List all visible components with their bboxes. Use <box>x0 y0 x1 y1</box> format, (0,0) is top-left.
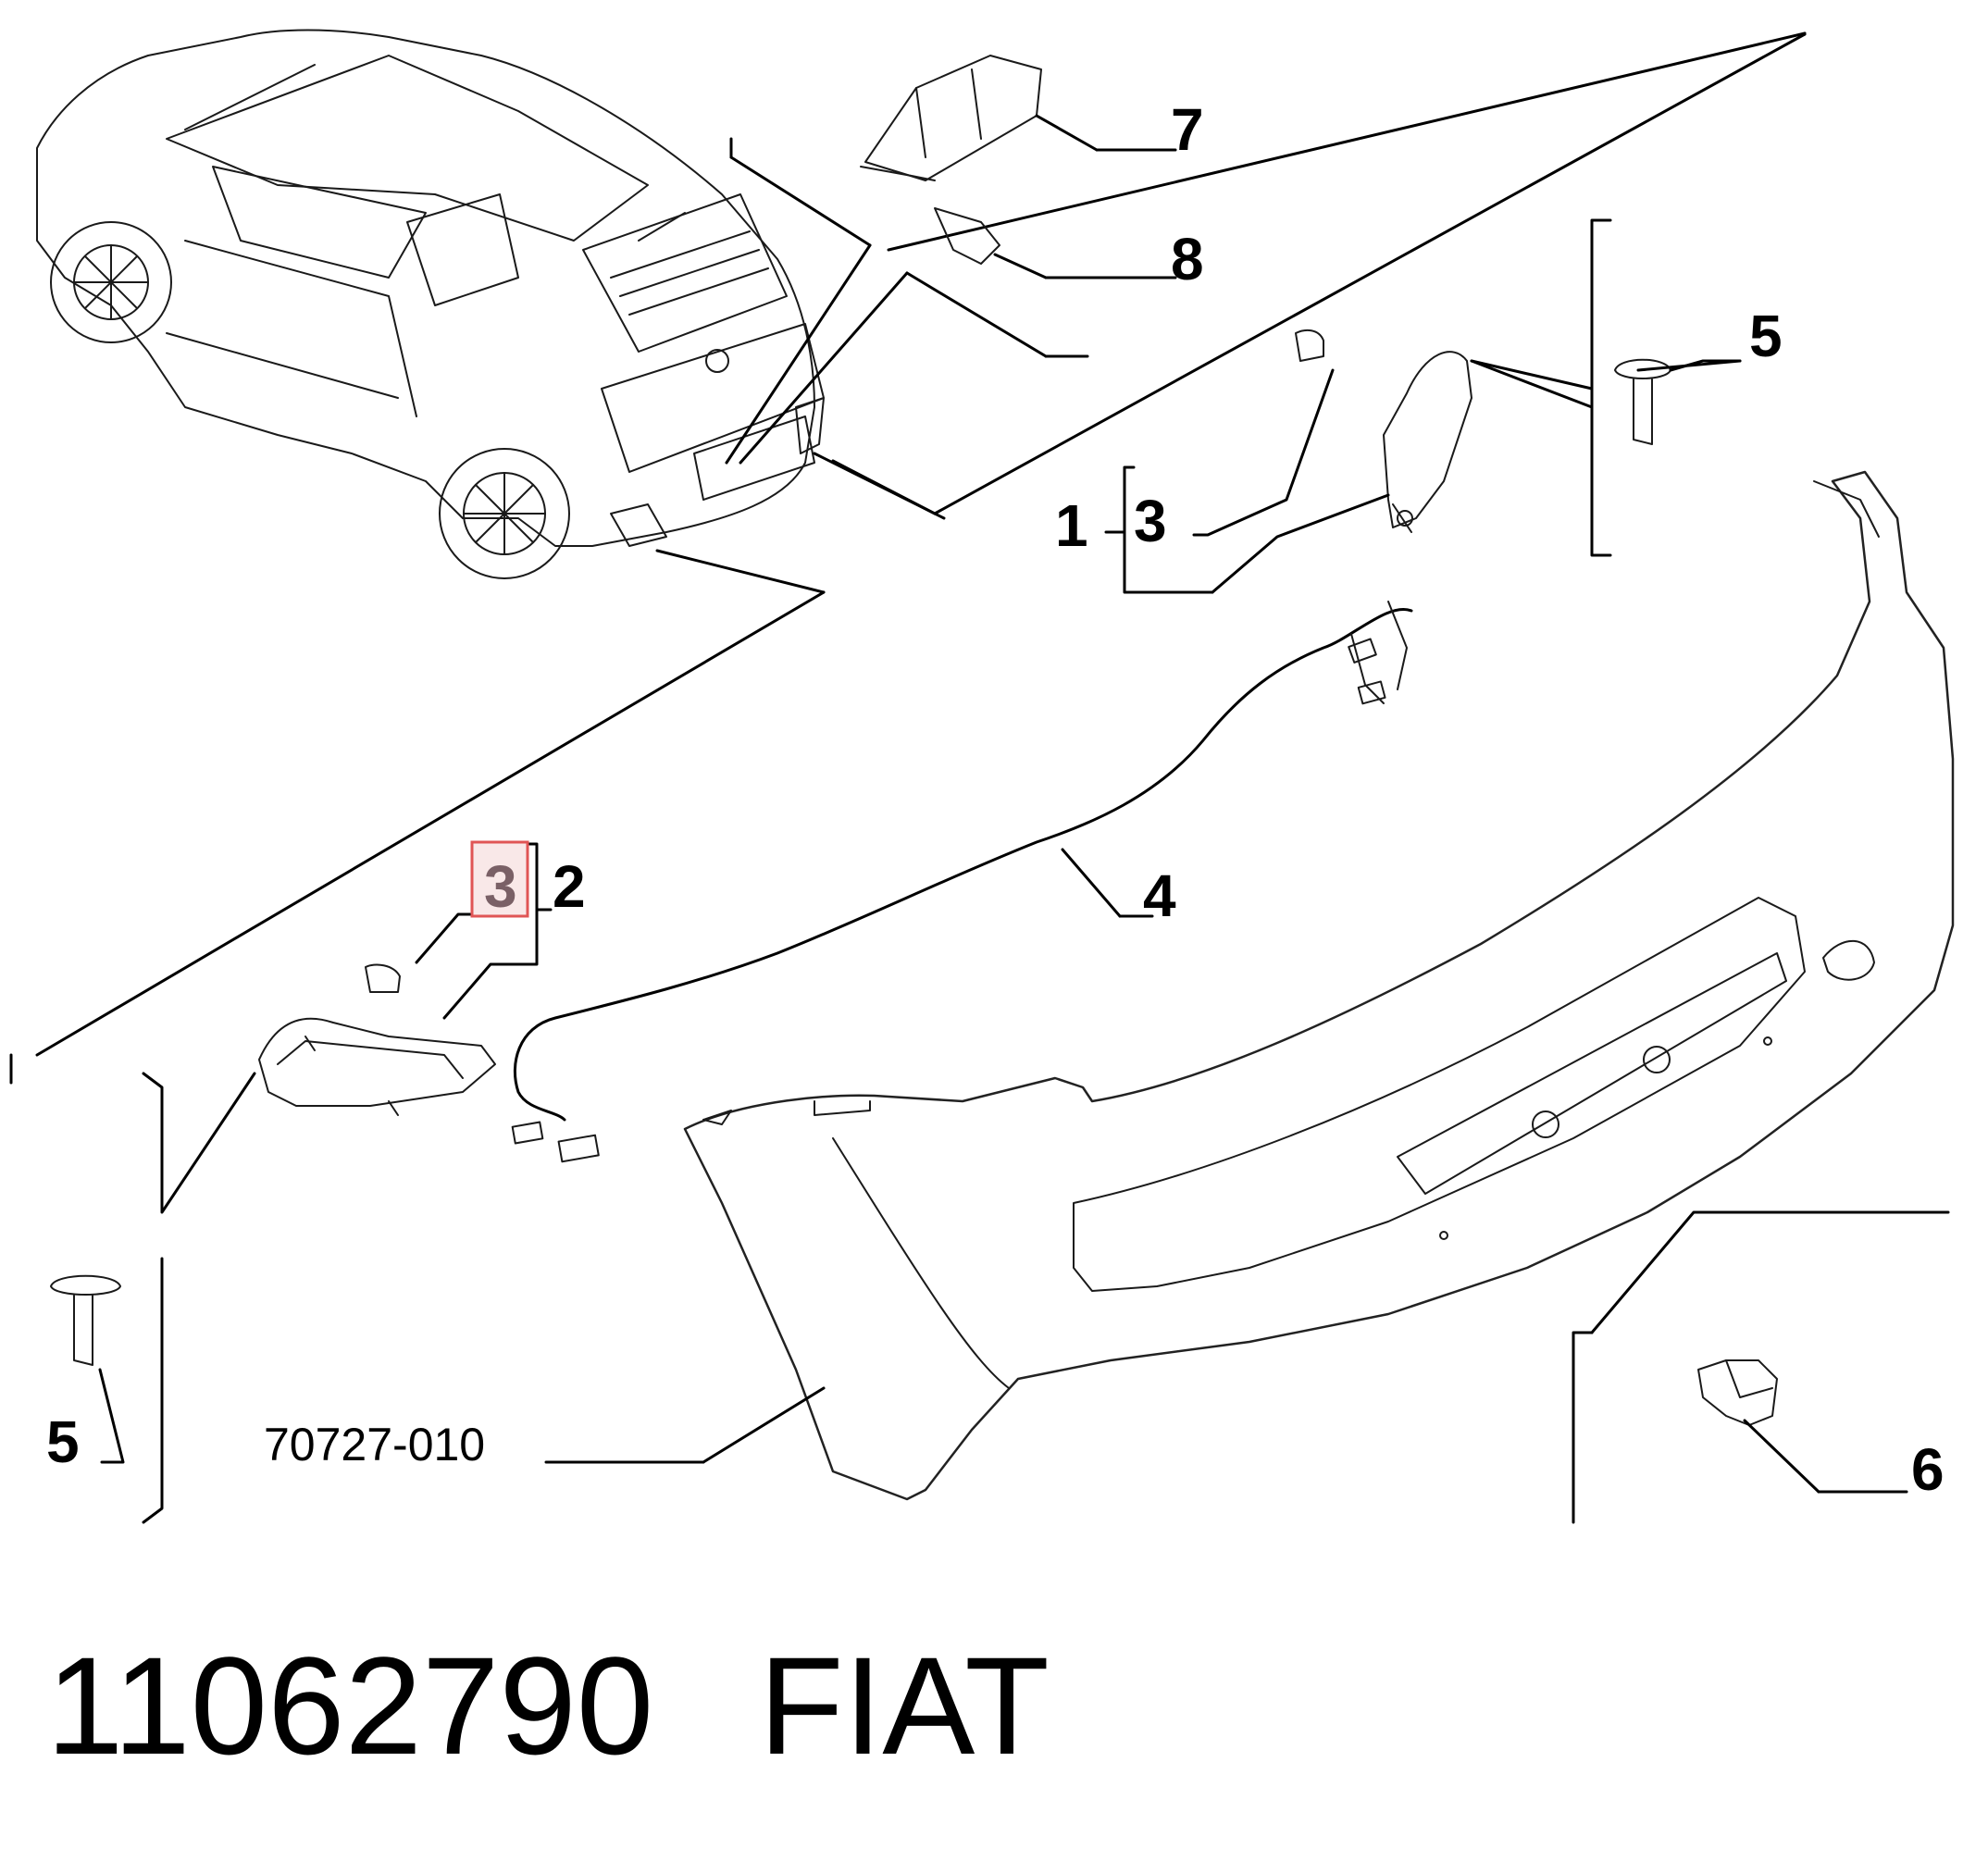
callout-6: 6 <box>1911 1436 1945 1503</box>
callout-1: 1 <box>1055 492 1088 559</box>
callout-3-right: 3 <box>1134 488 1167 554</box>
right-lamp-bulb <box>1295 329 1324 362</box>
callout-leaders <box>1636 359 1742 372</box>
brand-name: FIAT <box>759 1628 1050 1783</box>
right-screw-bracket <box>1590 218 1742 557</box>
left-lamp-bulb <box>365 963 401 993</box>
highlight-box <box>470 840 529 918</box>
plate-lamp-bulb <box>934 207 1177 279</box>
callout-numbers: 7 8 5 1 3 4 2 5 6 <box>46 96 1945 1503</box>
callout-8: 8 <box>1171 226 1204 292</box>
callout-5-right: 5 <box>1749 303 1783 369</box>
callout-7: 7 <box>1171 96 1204 163</box>
right-callout-bracket <box>1104 368 1390 594</box>
part-number: 11062790 <box>46 1628 653 1783</box>
car-illustration <box>36 29 825 579</box>
diagram-reference-code: 70727-010 <box>264 1419 485 1470</box>
rear-bumper <box>544 470 1955 1501</box>
left-screw-bracket <box>50 1072 256 1524</box>
callout-5-left: 5 <box>46 1408 80 1475</box>
callout-4: 4 <box>1143 862 1176 929</box>
wiring-harness <box>511 601 1413 1163</box>
right-tail-lamp <box>1383 351 1594 533</box>
callout-3-left: 3 <box>484 853 517 920</box>
left-callout-bracket <box>415 842 553 1020</box>
assembly-guide-lines <box>9 31 1807 1085</box>
bumper-clip <box>1572 1210 1950 1524</box>
plate-lamp-housing <box>860 55 1177 181</box>
left-tail-lamp <box>258 1017 496 1116</box>
highlighted-callout-3[interactable]: 3 <box>470 840 529 920</box>
callout-2: 2 <box>553 853 586 920</box>
